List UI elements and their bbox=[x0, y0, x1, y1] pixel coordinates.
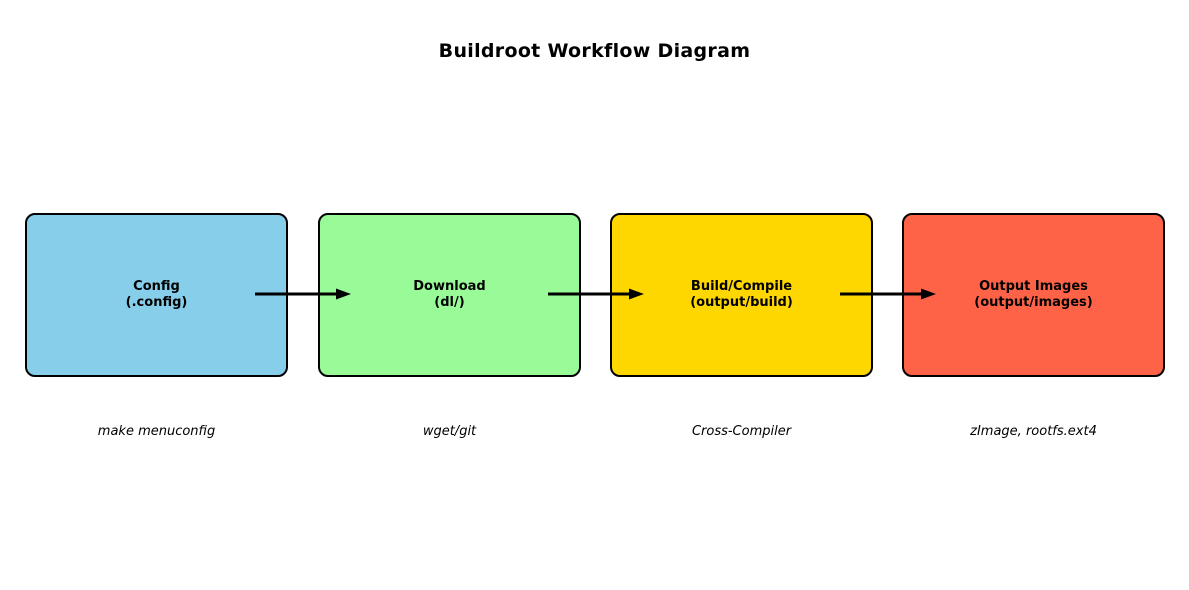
node-config-sublabel: (.config) bbox=[125, 295, 188, 310]
node-output-images-sublabel: (output/images) bbox=[974, 295, 1093, 310]
node-output-images-label: Output Images bbox=[979, 279, 1088, 294]
node-config: Config (.config) bbox=[25, 213, 288, 377]
node-build-compile-sublabel: (output/build) bbox=[690, 295, 793, 310]
diagram-title: Buildroot Workflow Diagram bbox=[438, 40, 751, 62]
annotation-wget-git: wget/git bbox=[422, 424, 477, 439]
arrow-download-to-build-icon bbox=[548, 288, 644, 300]
node-config-label: Config bbox=[133, 279, 180, 294]
arrow-config-to-download-icon bbox=[255, 288, 351, 300]
node-config-text: Config (.config) bbox=[126, 279, 188, 311]
node-build-compile-text: Build/Compile (output/build) bbox=[690, 279, 793, 311]
node-download: Download (dl/) bbox=[318, 213, 581, 377]
arrow-build-to-output-icon bbox=[840, 288, 936, 300]
node-download-text: Download (dl/) bbox=[413, 279, 485, 311]
annotation-cross-compiler: Cross-Compiler bbox=[691, 424, 792, 439]
annotation-make-menuconfig: make menuconfig bbox=[97, 424, 216, 439]
node-download-sublabel: (dl/) bbox=[434, 295, 465, 310]
node-output-images-text: Output Images (output/images) bbox=[974, 279, 1092, 311]
node-output-images: Output Images (output/images) bbox=[902, 213, 1165, 377]
annotation-zimage-rootfs: zImage, rootfs.ext4 bbox=[970, 424, 1097, 439]
node-build-compile-label: Build/Compile bbox=[690, 279, 793, 294]
node-build-compile: Build/Compile (output/build) bbox=[610, 213, 873, 377]
node-download-label: Download bbox=[413, 279, 486, 294]
